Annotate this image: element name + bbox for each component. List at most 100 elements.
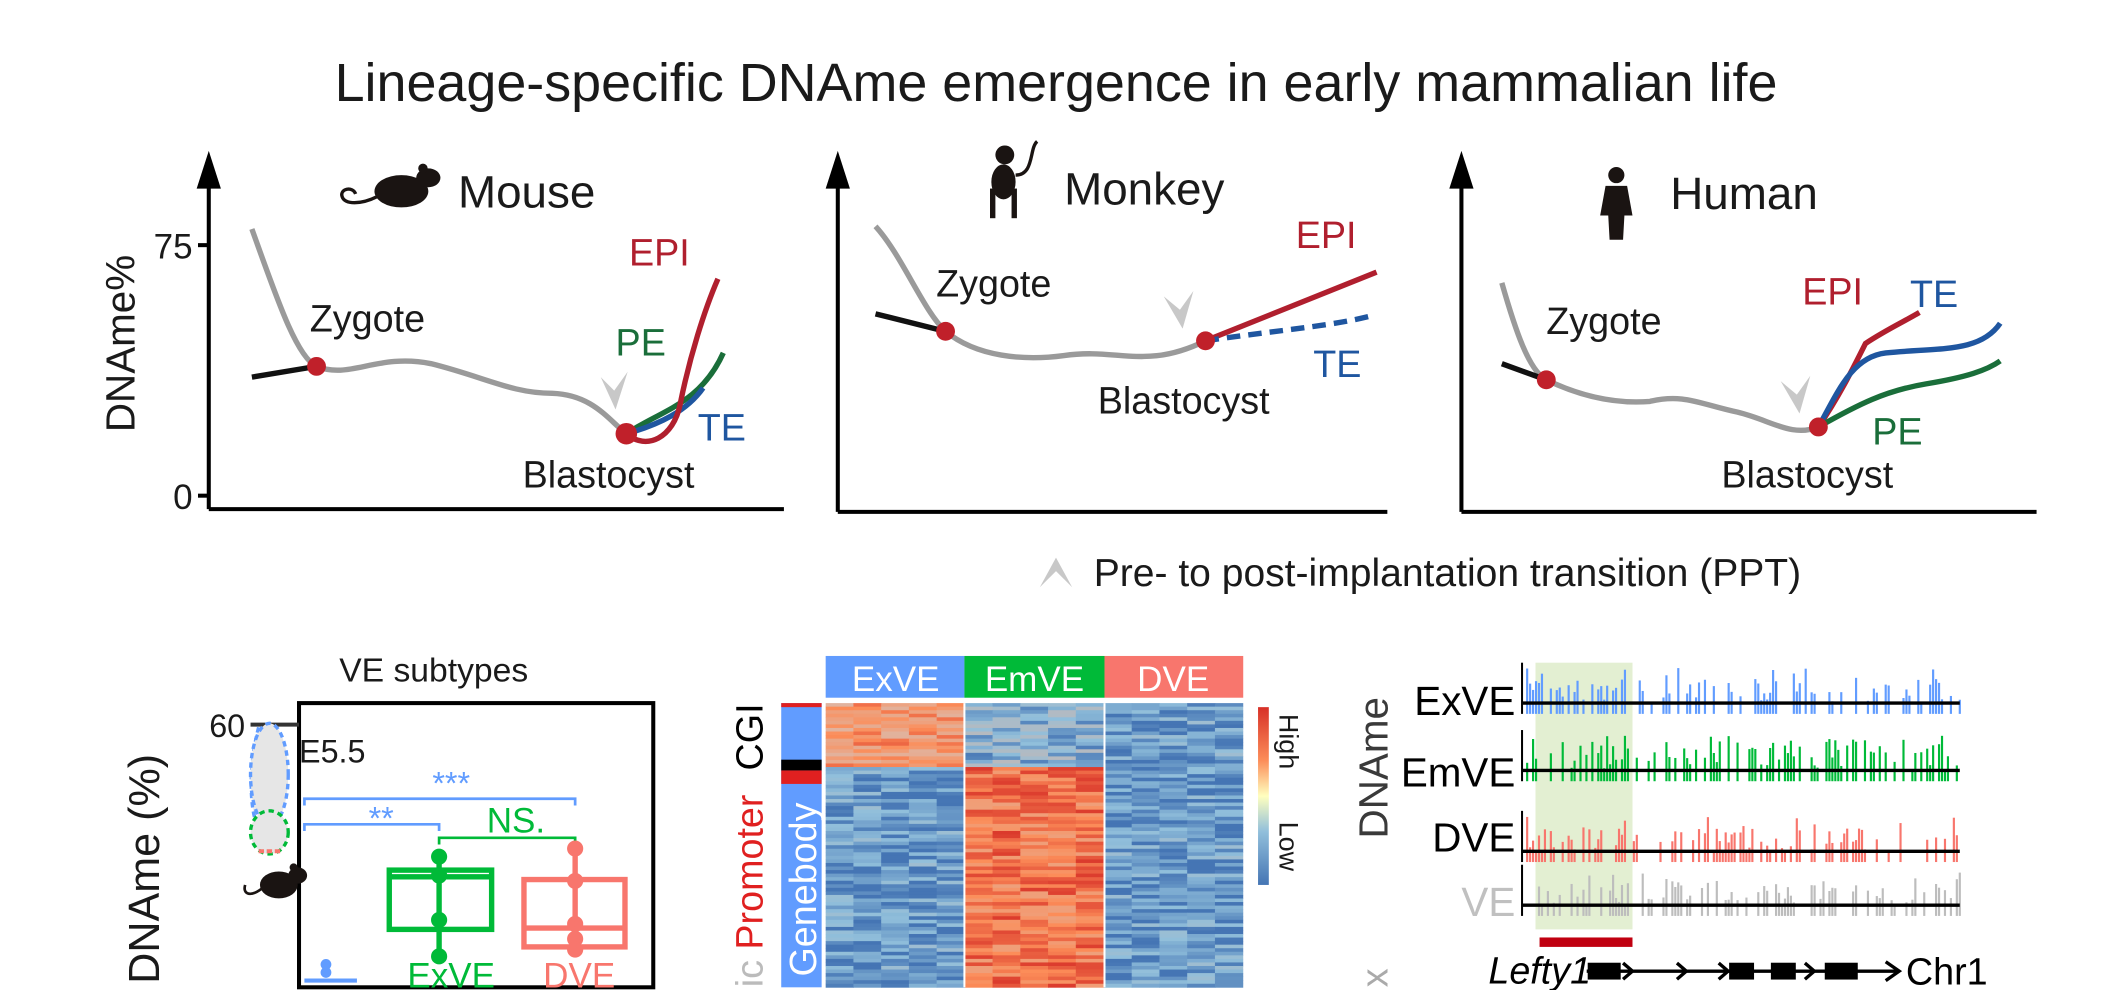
heatmap-cell — [1131, 735, 1160, 740]
methylation-bar — [1780, 848, 1784, 863]
heatmap-cell — [1131, 969, 1160, 974]
heatmap-cell — [1103, 834, 1133, 839]
heatmap-cell — [992, 891, 1021, 896]
heatmap-cell — [964, 802, 994, 807]
lineage-pe: PE — [1872, 410, 1922, 452]
heatmap-cell — [1159, 727, 1188, 732]
methylation-bar — [1866, 890, 1870, 916]
heatmap-cell — [1159, 902, 1188, 907]
heatmap-cell — [964, 777, 994, 782]
heatmap-cell — [853, 713, 882, 718]
methylation-bar — [1588, 875, 1591, 916]
blastocyst-dot — [1808, 417, 1828, 437]
heatmap-cell — [1048, 973, 1077, 978]
heatmap-cell — [1075, 916, 1105, 921]
heatmap-cell — [908, 749, 938, 754]
heatmap-cell — [1048, 983, 1077, 988]
heatmap-cell — [1159, 784, 1188, 789]
heatmap-cell — [1187, 909, 1216, 914]
y-tick-60: 60 — [209, 708, 245, 744]
heatmap-cell — [1048, 958, 1077, 963]
heatmap-cell — [1075, 948, 1105, 953]
heatmap-cell — [853, 838, 882, 843]
heatmap-cell — [1214, 752, 1244, 757]
heatmap-cell — [964, 898, 994, 903]
heatmap-cell — [1187, 912, 1216, 917]
heatmap-cell — [1103, 813, 1133, 818]
methylation-bar — [1937, 887, 1941, 916]
heatmap-cell — [853, 859, 882, 864]
heatmap-cell — [964, 926, 994, 931]
heatmap-cell — [853, 980, 882, 985]
heatmap-cell — [908, 795, 938, 800]
heatmap-cell — [992, 799, 1021, 803]
methylation-bar — [1884, 752, 1887, 782]
heatmap-cell — [1103, 759, 1133, 764]
heatmap-cell — [1214, 816, 1244, 821]
heatmap-cell — [853, 866, 882, 871]
heatmap-cell — [1048, 877, 1077, 882]
heatmap-col-exve: ExVE — [852, 660, 940, 699]
methylation-bar — [1662, 697, 1665, 714]
methylation-bar — [1582, 827, 1585, 863]
methylation-bar — [1783, 898, 1787, 916]
heatmap-cell — [1187, 919, 1216, 924]
heatmap-cell — [1131, 937, 1160, 942]
heatmap-cell — [825, 891, 854, 896]
heatmap-cell — [1048, 816, 1077, 821]
methylation-bar — [1567, 835, 1570, 863]
heatmap-cell — [1187, 727, 1216, 732]
heatmap-cell — [1131, 905, 1160, 910]
methylation-bar — [1603, 768, 1606, 782]
heatmap-cell — [936, 752, 965, 757]
heatmap-cell — [1187, 802, 1216, 807]
heatmap-cell — [964, 962, 994, 967]
methylation-bar — [1582, 699, 1585, 714]
heatmap-cell — [1103, 777, 1133, 782]
heatmap-cell — [936, 862, 965, 867]
heatmap-cell — [1131, 834, 1160, 839]
heatmap-cell — [1048, 809, 1077, 814]
heatmap-cell — [964, 941, 994, 946]
heatmap-cell — [1048, 855, 1077, 860]
methylation-bar — [1540, 850, 1544, 863]
heatmap-cell — [964, 830, 994, 835]
heatmap-cell — [1103, 749, 1133, 754]
heatmap-cell — [1131, 781, 1160, 786]
methylation-bar — [1606, 736, 1609, 782]
methylation-bar — [1626, 883, 1629, 916]
heatmap-cell — [1020, 745, 1049, 750]
heatmap-cell — [992, 806, 1021, 811]
heatmap-cell — [908, 784, 938, 789]
heatmap-cell — [881, 976, 910, 981]
heatmap-cell — [825, 898, 854, 903]
heatmap-cell — [1214, 756, 1244, 761]
lineage-epi: EPI — [629, 231, 690, 273]
heatmap-cell — [1159, 909, 1188, 914]
methylation-bar — [1742, 826, 1745, 863]
heatmap-cell — [1159, 799, 1188, 803]
heatmap-cell — [881, 731, 910, 736]
heatmap-cell — [1131, 759, 1160, 764]
heatmap-cell — [992, 724, 1021, 729]
methylation-bar — [1739, 832, 1742, 863]
heatmap-cell — [1020, 862, 1049, 867]
scale-high: High — [1274, 714, 1304, 769]
heatmap-cell — [1048, 720, 1077, 725]
methylation-bar — [1828, 831, 1831, 863]
heatmap-cell — [1214, 923, 1244, 928]
heatmap-cell — [1214, 898, 1244, 903]
heatmap-cell — [825, 809, 854, 814]
heatmap-cell — [853, 934, 882, 938]
heatmap-cell — [1103, 724, 1133, 729]
heatmap-cell — [1048, 980, 1077, 985]
heatmap-cell — [1159, 880, 1188, 885]
methylation-bar — [1552, 847, 1555, 863]
heatmap-cell — [825, 841, 854, 846]
heatmap-cell — [936, 958, 965, 963]
methylation-bar — [1623, 903, 1627, 916]
heatmap-cell — [1103, 884, 1133, 889]
heatmap-cell — [1159, 955, 1188, 960]
heatmap-cell — [908, 877, 938, 882]
heatmap-cell — [825, 845, 854, 850]
